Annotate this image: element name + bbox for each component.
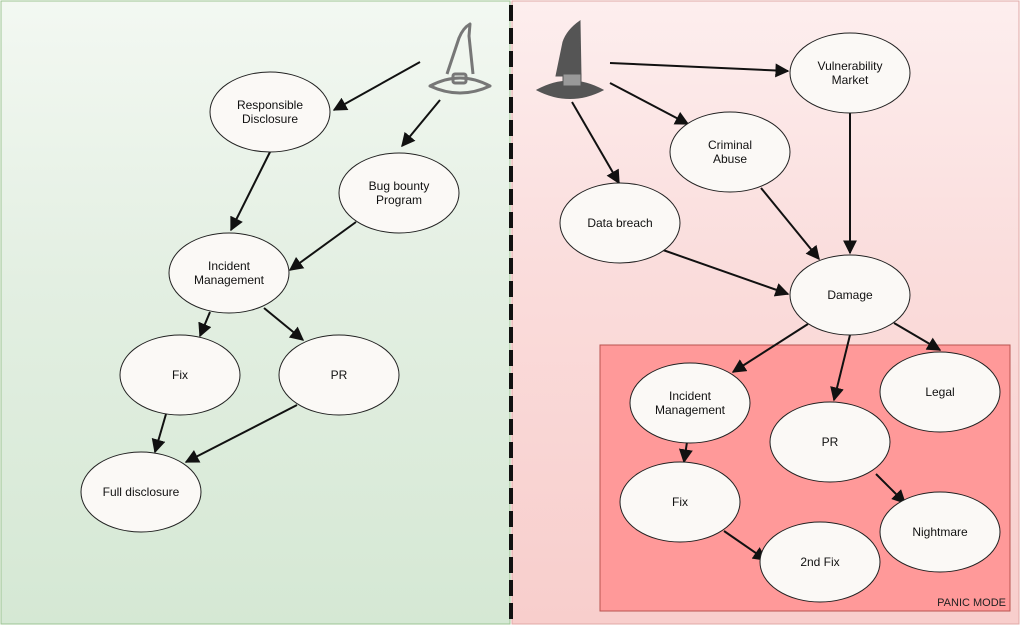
node-pr-right[interactable]: PR — [769, 401, 891, 483]
node-shape — [669, 111, 791, 193]
edge-arrow — [184, 404, 298, 463]
edge-arrow — [151, 413, 167, 454]
node-shape — [338, 152, 460, 234]
node-shape — [168, 232, 290, 314]
node-shape — [789, 254, 911, 336]
edges-group — [151, 61, 942, 561]
node-label: Damage — [827, 288, 873, 302]
node-label: Data breach — [587, 216, 652, 230]
node-damage[interactable]: Damage — [789, 254, 911, 336]
edge-arrow — [830, 334, 851, 402]
edge-arrow — [875, 473, 906, 504]
node-label: Disclosure — [242, 112, 298, 126]
edge-arrow — [760, 187, 820, 261]
node-full-disclosure[interactable]: Full disclosure — [80, 451, 202, 533]
edge-arrow — [678, 441, 693, 464]
node-label: Nightmare — [912, 525, 968, 539]
edge-arrow — [198, 311, 212, 338]
node-label: Incident — [208, 259, 251, 273]
node-label: Full disclosure — [103, 485, 180, 499]
node-label: Responsible — [237, 98, 303, 112]
node-fix-left[interactable]: Fix — [119, 334, 241, 416]
edge-arrow — [893, 322, 942, 351]
node-shape — [879, 351, 1001, 433]
node-label: Fix — [172, 368, 188, 382]
node-label: Incident — [669, 389, 712, 403]
node-label: Legal — [925, 385, 954, 399]
edge-arrow — [723, 530, 768, 561]
node-label: Market — [832, 73, 869, 87]
node-label: Program — [376, 193, 422, 207]
edge-arrow — [332, 61, 421, 111]
node-shape — [879, 491, 1001, 573]
node-label: PR — [331, 368, 348, 382]
node-shape — [119, 334, 241, 416]
node-shape — [769, 401, 891, 483]
edge-arrow — [571, 101, 620, 185]
node-nightmare[interactable]: Nightmare — [879, 491, 1001, 573]
panic-mode-label: PANIC MODE — [937, 597, 1006, 609]
edge-arrow — [263, 307, 305, 341]
node-shape — [209, 71, 331, 153]
node-pr-left[interactable]: PR — [278, 334, 400, 416]
node-label: Bug bounty — [369, 179, 430, 193]
wizard-hat-filled-icon — [535, 20, 605, 99]
edge-arrow — [731, 323, 809, 373]
node-label: PR — [822, 435, 839, 449]
node-shape — [619, 461, 741, 543]
edge-arrow — [609, 62, 790, 78]
node-shape — [80, 451, 202, 533]
node-label: 2nd Fix — [800, 555, 839, 569]
node-legal[interactable]: Legal — [879, 351, 1001, 433]
node-label: Management — [194, 273, 265, 287]
node-shape — [759, 521, 881, 603]
node-label: Fix — [672, 495, 688, 509]
node-shape — [629, 362, 751, 444]
node-shape — [559, 182, 681, 264]
node-data-breach[interactable]: Data breach — [559, 182, 681, 264]
edge-arrow — [662, 249, 790, 297]
node-label: Management — [655, 403, 726, 417]
node-fix-right[interactable]: Fix — [619, 461, 741, 543]
node-label: Criminal — [708, 138, 752, 152]
edge-arrow — [230, 151, 271, 232]
node-label: Abuse — [713, 152, 747, 166]
edge-arrow — [401, 99, 441, 148]
node-second-fix[interactable]: 2nd Fix — [759, 521, 881, 603]
wizard-hat-outline-icon — [428, 22, 492, 95]
node-shape — [278, 334, 400, 416]
node-label: Vulnerability — [818, 59, 883, 73]
edge-arrow — [288, 221, 357, 271]
node-shape — [789, 32, 911, 114]
edge-arrow — [609, 82, 690, 125]
